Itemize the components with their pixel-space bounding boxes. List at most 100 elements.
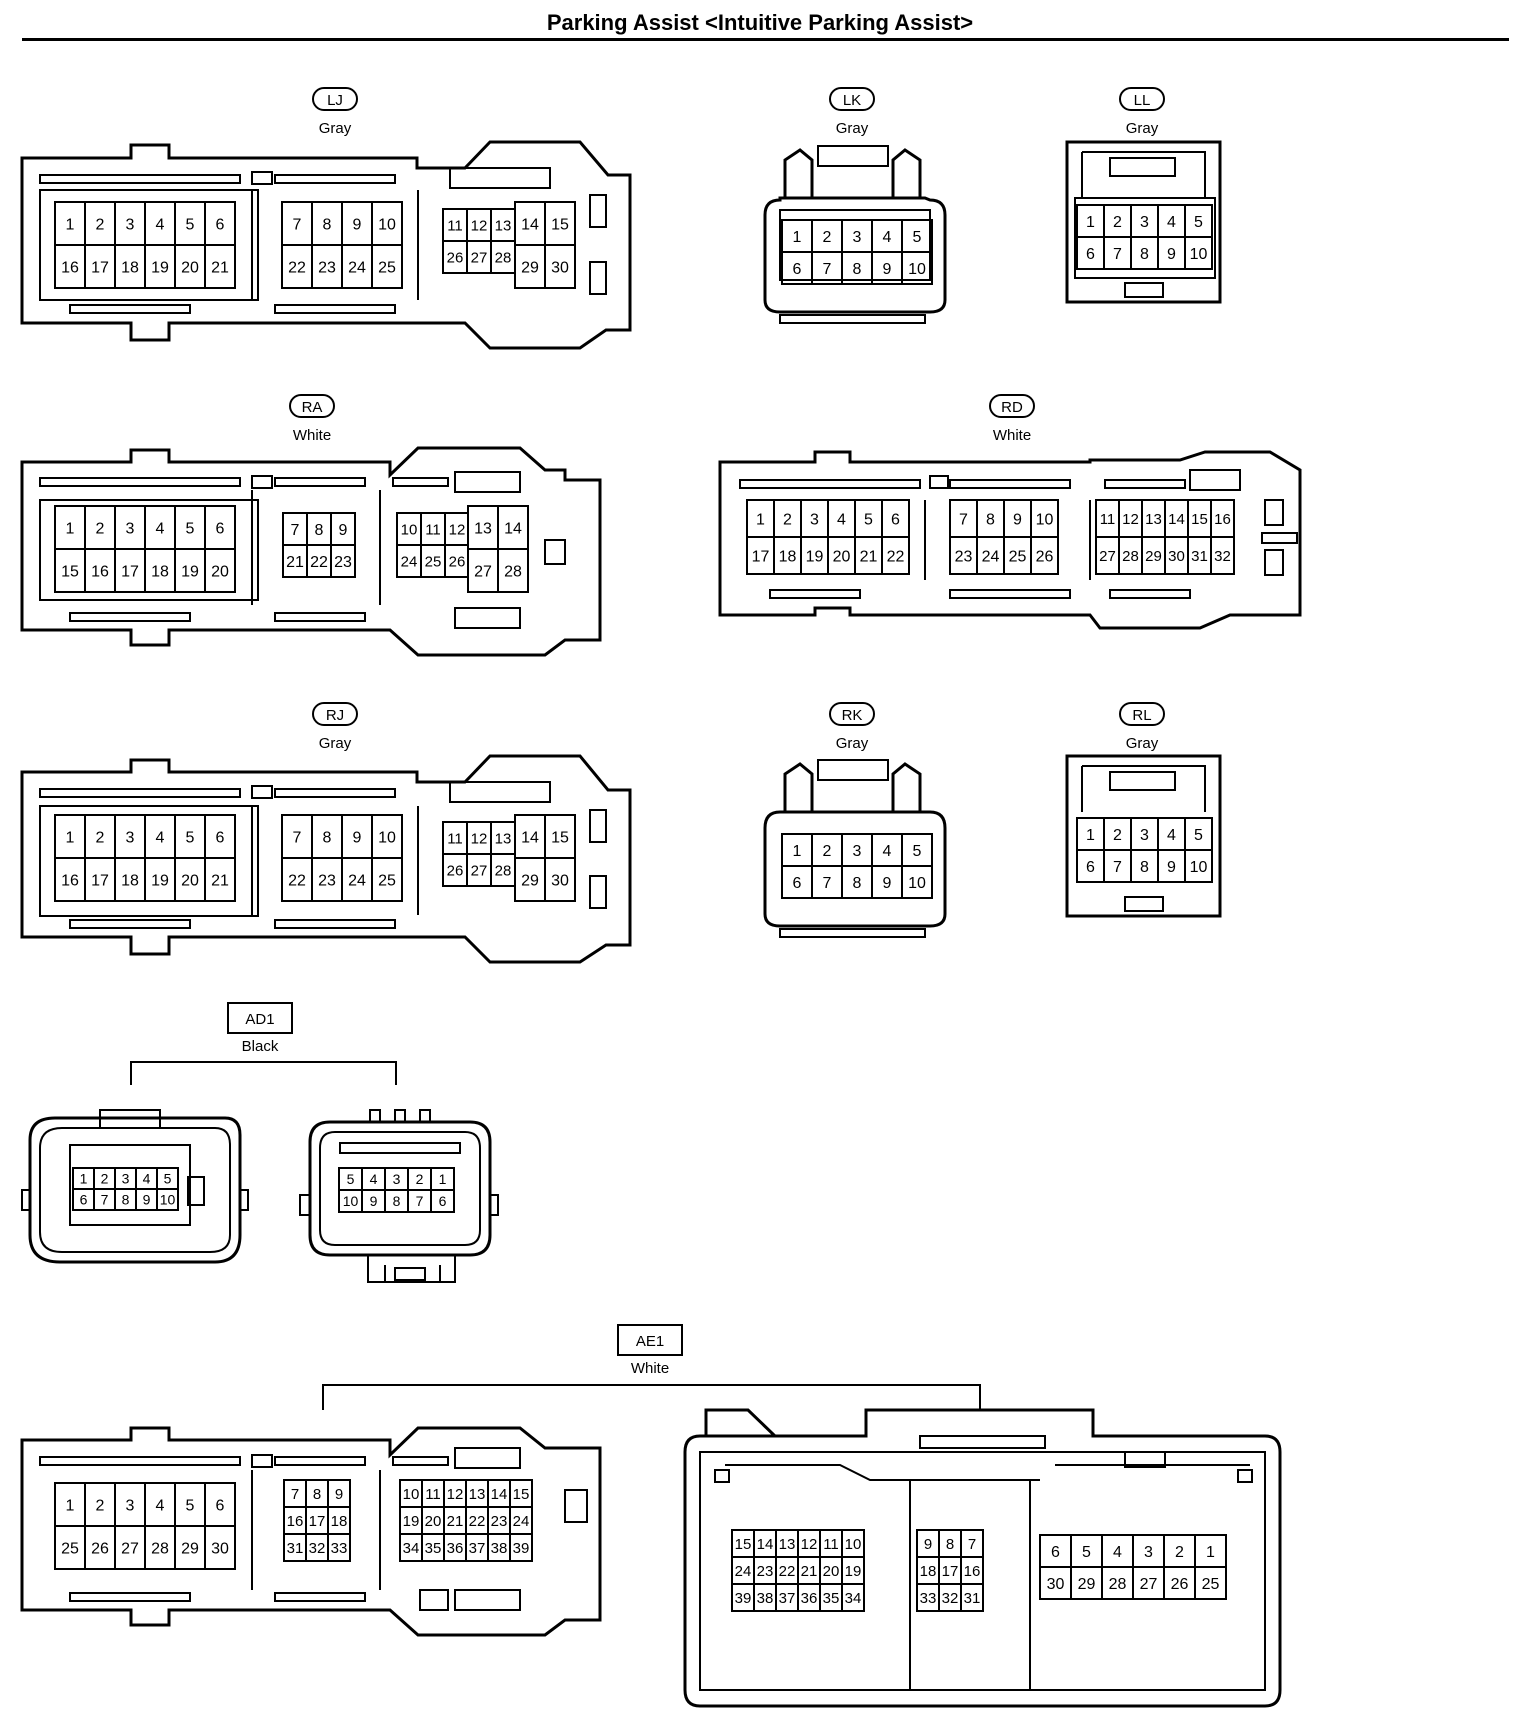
pin-number: 2	[1113, 827, 1122, 844]
pin-number: 19	[845, 1563, 862, 1580]
pin-cell	[114, 201, 146, 246]
pin-number: 32	[309, 1540, 326, 1557]
pin-number: 6	[439, 1193, 447, 1209]
pin-number: 2	[783, 511, 792, 528]
pin-number: 17	[752, 548, 770, 565]
pin-cell	[509, 1533, 533, 1562]
pin-number: 2	[96, 520, 105, 537]
pin-number: 3	[393, 1171, 401, 1187]
pin-number: 7	[101, 1192, 109, 1208]
pin-cell	[371, 857, 403, 902]
pin-number: 35	[425, 1540, 442, 1557]
pin-cell	[949, 499, 978, 538]
pin-number: 3	[1140, 827, 1149, 844]
connector-color-AE1: White	[631, 1360, 669, 1377]
pin-cell	[544, 201, 576, 246]
pin-number: 32	[1214, 548, 1231, 565]
pin-number: 2	[823, 843, 832, 860]
pin-number: 39	[735, 1590, 752, 1607]
pin-number: 10	[378, 216, 396, 233]
pin-cell	[341, 201, 373, 246]
pin-number: 28	[1122, 548, 1139, 565]
pin-number: 4	[883, 229, 892, 246]
pin-number: 12	[801, 1536, 818, 1553]
connector-RA: RA White	[20, 394, 602, 657]
pin-number: 24	[982, 548, 1000, 565]
pin-number: 4	[1167, 827, 1176, 844]
pin-cell	[976, 499, 1005, 538]
pin-number: 10	[845, 1536, 862, 1553]
connector-RL: RL Gray	[1065, 702, 1222, 918]
pin-number: 28	[495, 249, 512, 266]
connector-housing-right	[299, 1109, 499, 1283]
pin-number: 28	[151, 1540, 169, 1557]
pin-number: 2	[96, 1497, 105, 1514]
pin-number: 2	[96, 216, 105, 233]
pin-number: 11	[1100, 511, 1116, 528]
pin-cell	[54, 244, 86, 289]
pin-number: 13	[779, 1536, 796, 1553]
pin-number: 5	[347, 1171, 355, 1187]
pin-cell	[901, 219, 933, 253]
pin-number: 6	[1086, 859, 1095, 876]
connector-LL: LL Gray	[1065, 87, 1222, 304]
pin-number: 8	[946, 1536, 954, 1553]
pin-number: 30	[1047, 1576, 1065, 1593]
connector-badge-LK	[829, 87, 875, 111]
pin-cell	[442, 240, 468, 274]
pin-number: 8	[1140, 859, 1149, 876]
pin-number: 20	[833, 548, 851, 565]
pin-cell	[204, 201, 236, 246]
pin-number: 5	[1194, 827, 1203, 844]
pin-cell	[1194, 1566, 1227, 1600]
connector-code-RL: RL	[1132, 707, 1151, 724]
pin-number: 37	[469, 1540, 486, 1557]
pin-cell	[800, 499, 829, 538]
pin-number: 10	[343, 1193, 359, 1209]
pin-cell	[1132, 1534, 1165, 1568]
pin-number: 30	[1168, 548, 1185, 565]
connector-color-RA: White	[293, 427, 331, 444]
pin-cell	[204, 857, 236, 902]
pin-number: 30	[551, 259, 569, 276]
pin-number: 14	[521, 216, 539, 233]
pin-number: 36	[447, 1540, 464, 1557]
pin-number: 22	[288, 259, 306, 276]
pin-number: 9	[339, 522, 348, 539]
pin-number: 14	[521, 829, 539, 846]
pin-number: 24	[348, 872, 366, 889]
connector-AD1: AD1 Black	[21, 1002, 499, 1283]
pin-number: 24	[348, 259, 366, 276]
pin-number: 13	[474, 520, 492, 537]
pin-number: 5	[913, 229, 922, 246]
pin-number: 14	[491, 1486, 508, 1503]
pin-number: 2	[416, 1171, 424, 1187]
pin-number: 18	[121, 259, 139, 276]
pin-number: 8	[393, 1193, 401, 1209]
pin-number: 21	[860, 548, 878, 565]
connector-housing-left	[20, 1426, 602, 1637]
pin-number: 35	[823, 1590, 840, 1607]
connector-code-RJ: RJ	[326, 707, 344, 724]
pin-number: 20	[211, 563, 229, 580]
pin-number: 19	[151, 872, 169, 889]
pin-cell	[442, 208, 468, 242]
pin-cell	[544, 857, 576, 902]
page-title: Parking Assist <Intuitive Parking Assist…	[546, 10, 974, 35]
pin-number: 10	[908, 875, 926, 892]
pin-cell	[901, 865, 933, 899]
pin-number: 10	[1190, 246, 1208, 263]
pin-number: 3	[1140, 214, 1149, 231]
pin-cell	[114, 505, 146, 550]
pin-number: 8	[122, 1192, 130, 1208]
pin-number: 7	[291, 1486, 299, 1503]
pin-number: 23	[318, 259, 336, 276]
pin-number: 7	[1113, 859, 1122, 876]
pin-number: 9	[370, 1193, 378, 1209]
pin-cell	[827, 499, 856, 538]
